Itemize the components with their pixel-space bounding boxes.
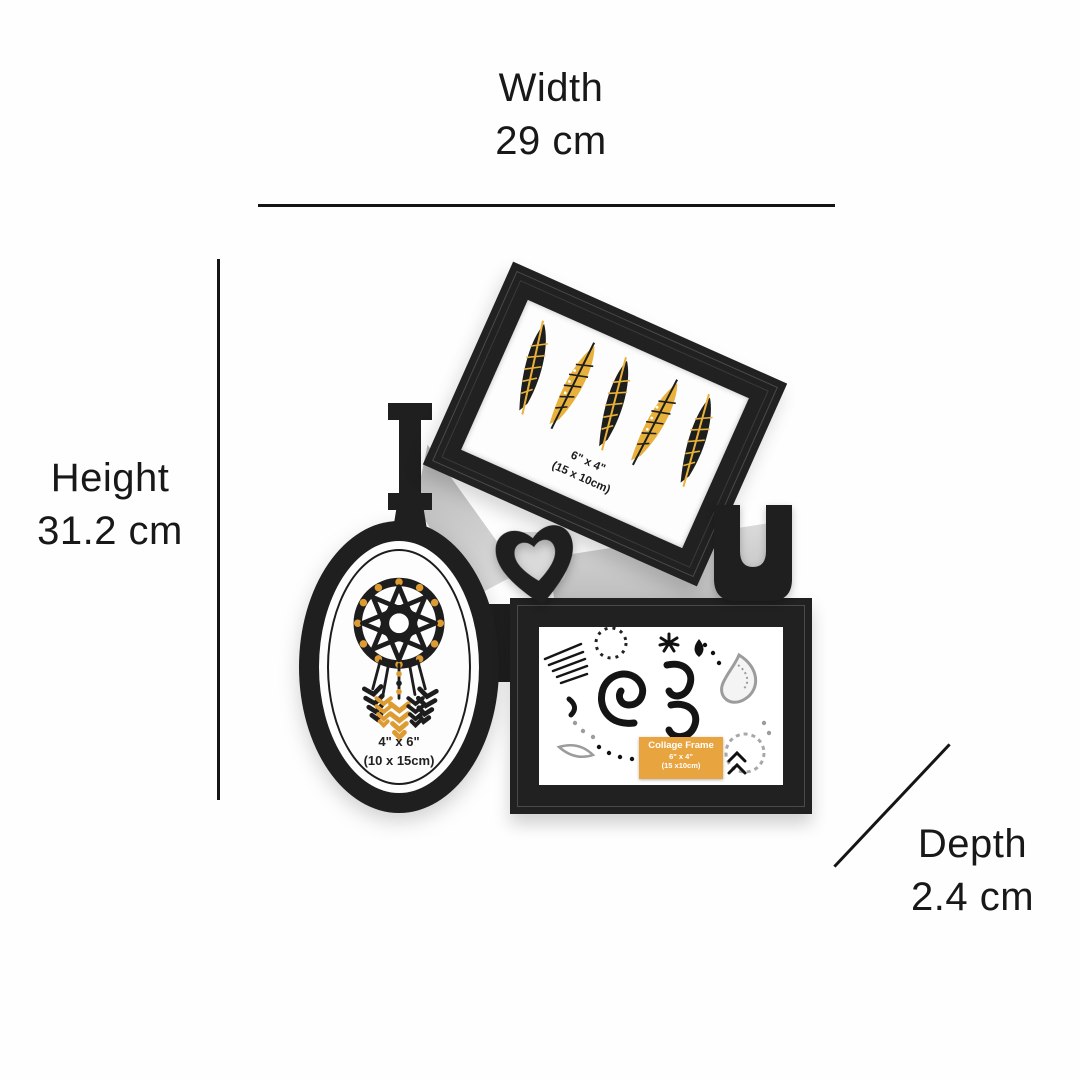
dreamcatcher-illustration [353,577,445,747]
height-label: Height [50,456,170,500]
letter-u [714,505,792,601]
depth-value: 2.4 cm [910,875,1035,920]
collage-frame-sticker: Collage Frame 6" x 4" (15 x10cm) [639,737,723,779]
frame-molding-line [517,605,805,807]
oval-photo-frame: 4" x 6" (10 x 15cm) [299,521,499,813]
letter-i-top-serif [388,403,432,420]
sticker-line2: 6" x 4" [669,751,693,761]
oval-inner-ring [327,549,471,785]
sticker-line3: (15 x10cm) [661,761,701,771]
height-value: 31.2 cm [37,509,183,554]
letter-i [388,403,432,536]
depth-annotation: Depth 2.4 cm [880,818,1065,924]
sticker-line1: Collage Frame [648,740,714,751]
width-value: 29 cm [495,119,607,164]
oval-size-line1: 4" x 6" [378,734,420,749]
letter-i-stem [399,419,421,495]
width-annotation: Width 29 cm [396,62,706,168]
height-dimension-line [217,259,220,800]
height-annotation: Height 31.2 cm [15,452,205,558]
letter-i-bottom-serif [388,493,432,510]
width-label: Width [498,66,604,110]
heart-icon [495,525,573,605]
rectangular-photo-frame-bottom: Collage Frame 6" x 4" (15 x10cm) [510,598,812,814]
oval-size-line2: (10 x 15cm) [363,753,435,768]
depth-label: Depth [917,822,1028,866]
width-dimension-line [258,204,835,207]
letter-i-connector [392,509,428,536]
bottom-frame-photo: Collage Frame 6" x 4" (15 x10cm) [539,627,783,785]
